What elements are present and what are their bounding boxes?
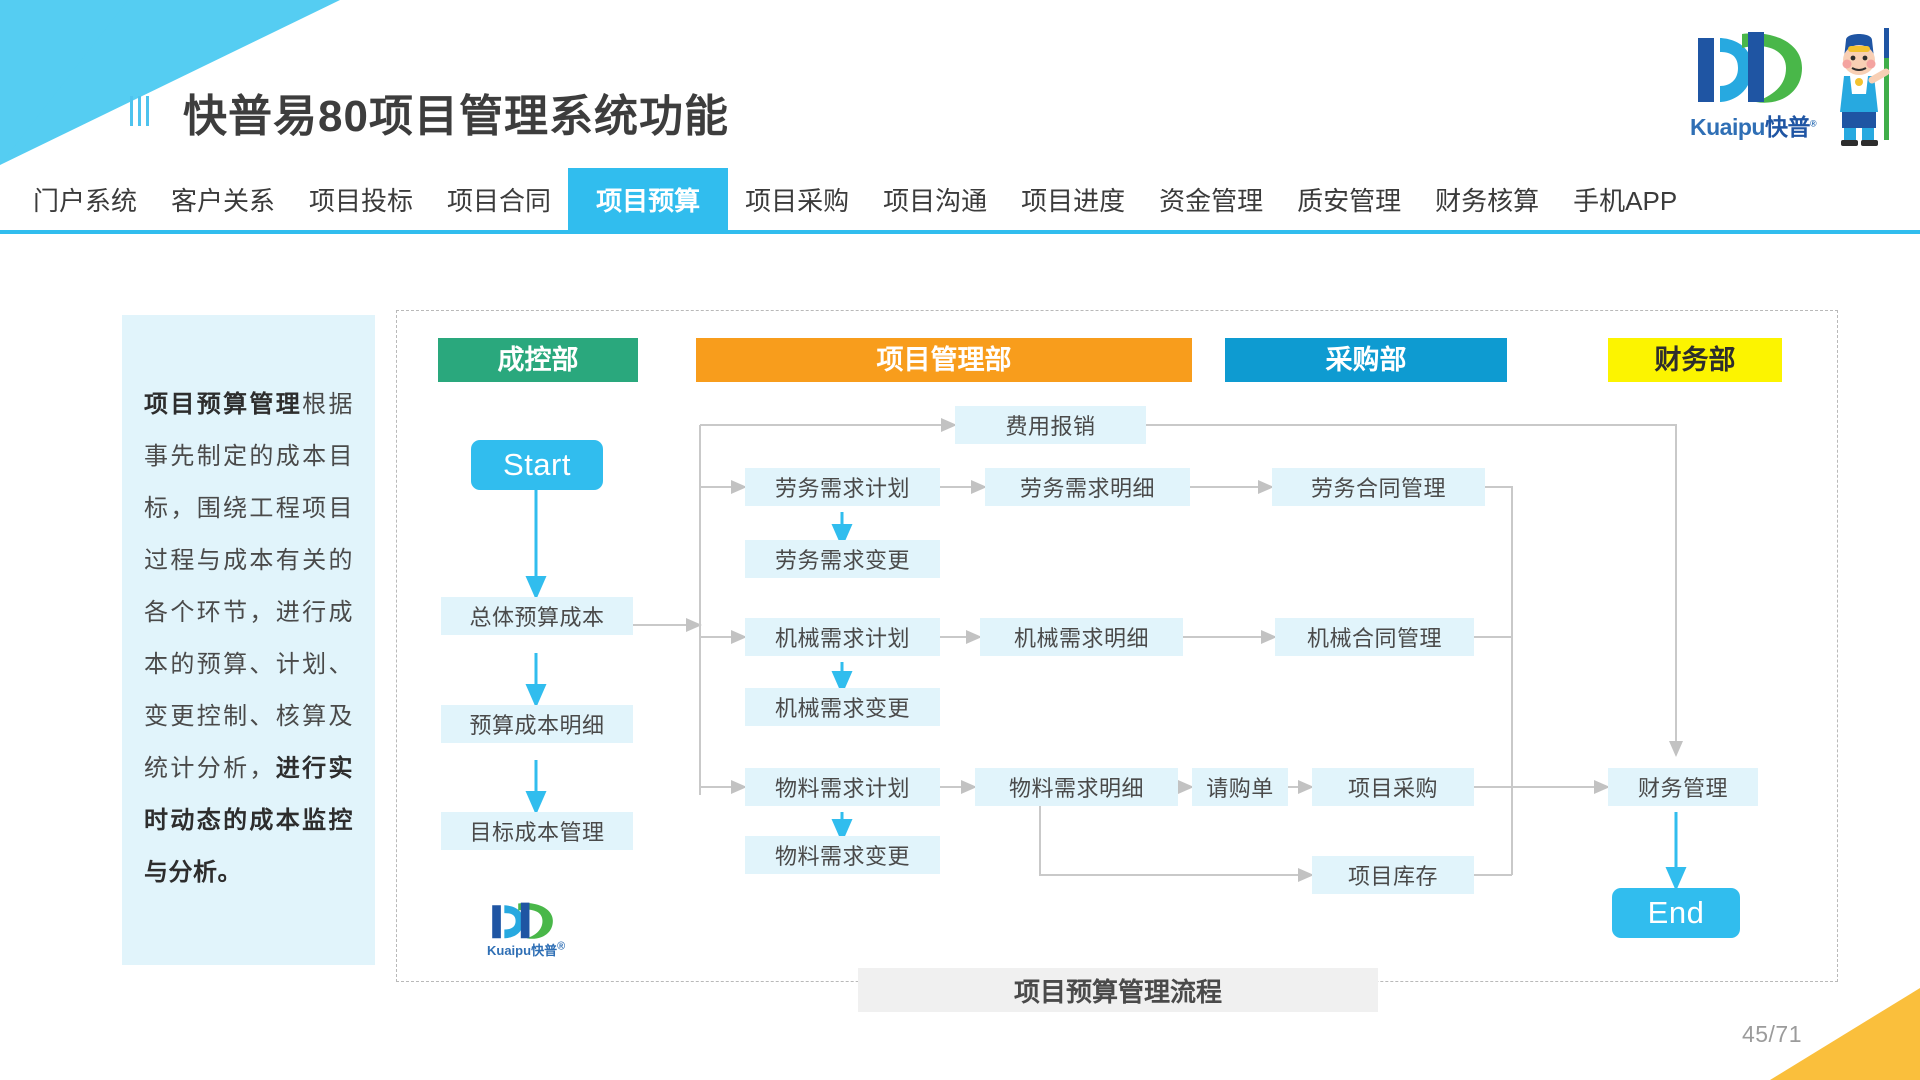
description-lead: 项目预算管理 (144, 391, 303, 418)
header: 快普易80项目管理系统功能 (0, 36, 1920, 141)
flow-node-machine-demand-detail[interactable]: 机械需求明细 (980, 618, 1183, 656)
nav-item-procurement[interactable]: 项目采购 (745, 185, 850, 216)
page-number: 45/71 (1741, 1021, 1802, 1047)
nav-item-quality-safety[interactable]: 质安管理 (1297, 185, 1402, 216)
flow-node-machine-demand-change[interactable]: 机械需求变更 (745, 688, 940, 726)
page-title: 快普易80项目管理系统功能 (183, 92, 729, 141)
flow-node-budget-cost-detail[interactable]: 预算成本明细 (441, 705, 633, 743)
kuaipu-mark-icon (1698, 32, 1802, 103)
flow-node-end[interactable]: End (1612, 888, 1740, 938)
nav-item-progress[interactable]: 项目进度 (1021, 185, 1126, 216)
nav-item-portal[interactable]: 门户系统 (33, 185, 138, 216)
diagram-mini-wordmark: Kuaipu快普® (487, 940, 566, 958)
flow-node-total-budget-cost[interactable]: 总体预算成本 (441, 597, 633, 635)
description-panel: 项目预算管理根据事先制定的成本目标，围绕工程项目过程与成本有关的各个环节，进行成… (122, 315, 375, 965)
flow-node-machine-demand-plan[interactable]: 机械需求计划 (745, 618, 940, 656)
description-tail: 进行实时动态的成本监控与分析。 (144, 755, 354, 886)
main-nav[interactable]: 门户系统 客户关系 项目投标 项目合同 项目预算 项目采购 项目沟通 项目进度 … (0, 168, 1920, 230)
flow-node-project-inventory[interactable]: 项目库存 (1312, 856, 1474, 894)
dept-header-procurement: 采购部 (1225, 338, 1507, 382)
nav-item-list: 门户系统 客户关系 项目投标 项目合同 项目预算 项目采购 项目沟通 项目进度 … (16, 168, 1694, 230)
diagram-mini-logo: Kuaipu快普® (487, 900, 572, 960)
title-bars-icon (130, 96, 149, 126)
nav-item-mobile-app[interactable]: 手机APP (1573, 185, 1678, 216)
flow-node-project-procurement[interactable]: 项目采购 (1312, 768, 1474, 806)
nav-item-accounting[interactable]: 财务核算 (1435, 185, 1540, 216)
nav-item-communication[interactable]: 项目沟通 (883, 185, 988, 216)
flow-node-labor-demand-detail[interactable]: 劳务需求明细 (985, 468, 1190, 506)
flow-node-material-demand-change[interactable]: 物料需求变更 (745, 836, 940, 874)
nav-item-crm[interactable]: 客户关系 (171, 185, 276, 216)
flow-node-purchase-request[interactable]: 请购单 (1192, 768, 1288, 806)
dept-header-finance: 财务部 (1608, 338, 1782, 382)
flow-node-labor-demand-change[interactable]: 劳务需求变更 (745, 540, 940, 578)
mascot-icon (1840, 28, 1890, 146)
flow-node-material-demand-plan[interactable]: 物料需求计划 (745, 768, 940, 806)
nav-underline (0, 230, 1920, 234)
flow-node-labor-demand-plan[interactable]: 劳务需求计划 (745, 468, 940, 506)
nav-item-bidding[interactable]: 项目投标 (309, 185, 414, 216)
nav-item-budget[interactable]: 项目预算 (568, 168, 729, 230)
brand-wordmark: Kuaipu快普® (1690, 114, 1817, 140)
flow-node-labor-contract-mgmt[interactable]: 劳务合同管理 (1272, 468, 1485, 506)
kuaipu-mini-mark-icon (492, 902, 553, 939)
flow-node-machine-contract-mgmt[interactable]: 机械合同管理 (1275, 618, 1474, 656)
nav-item-contract[interactable]: 项目合同 (447, 185, 552, 216)
flow-node-finance-mgmt[interactable]: 财务管理 (1608, 768, 1758, 806)
description-text: 项目预算管理根据事先制定的成本目标，围绕工程项目过程与成本有关的各个环节，进行成… (144, 379, 353, 899)
dept-header-cost-control: 成控部 (438, 338, 638, 382)
description-body: 根据事先制定的成本目标，围绕工程项目过程与成本有关的各个环节，进行成本的预算、计… (144, 391, 354, 782)
flow-node-expense-reimbursement[interactable]: 费用报销 (955, 406, 1146, 444)
nav-item-funds[interactable]: 资金管理 (1159, 185, 1264, 216)
dept-header-project-mgmt: 项目管理部 (696, 338, 1192, 382)
flow-node-target-cost-mgmt[interactable]: 目标成本管理 (441, 812, 633, 850)
flow-node-start[interactable]: Start (471, 440, 603, 490)
brand-logo: Kuaipu快普® (1690, 22, 1902, 148)
flow-diagram-caption: 项目预算管理流程 (858, 968, 1378, 1012)
flow-node-material-demand-detail[interactable]: 物料需求明细 (975, 768, 1178, 806)
